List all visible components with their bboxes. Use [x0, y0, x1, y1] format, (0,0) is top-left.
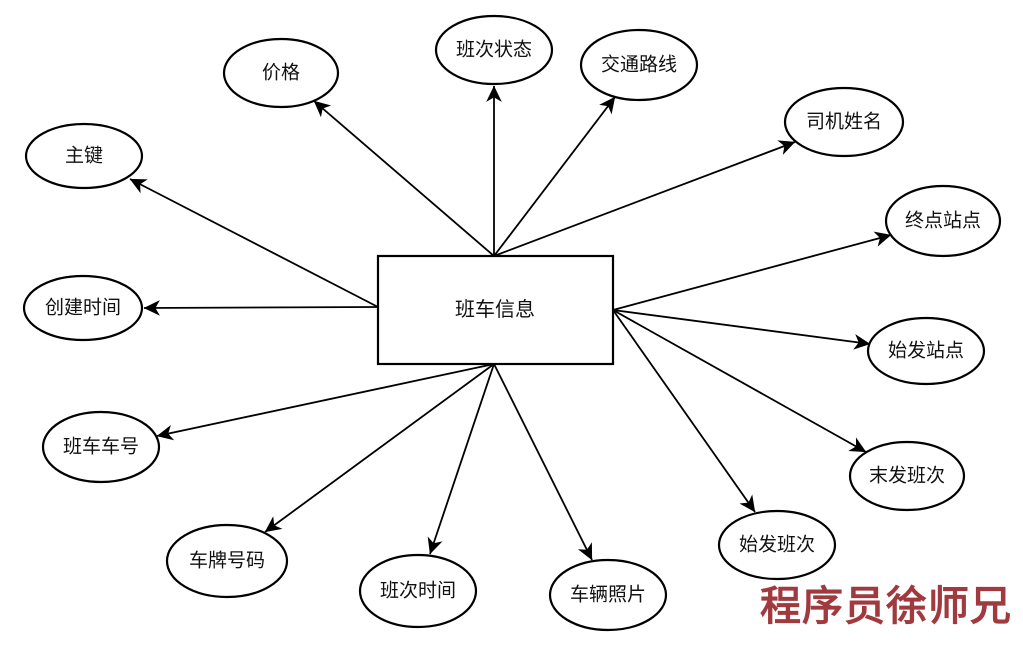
ellipse-vehicle-photo: [548, 558, 668, 632]
label-last-departure: 末发班次: [869, 465, 945, 487]
attribute-schedule-time: 班次时间: [358, 553, 478, 629]
label-terminal-station: 终点站点: [905, 210, 981, 232]
attribute-driver-name: 司机姓名: [783, 86, 905, 158]
attribute-last-departure: 末发班次: [848, 440, 966, 512]
attribute-creation-time: 创建时间: [22, 274, 144, 342]
label-creation-time: 创建时间: [45, 297, 121, 319]
label-first-departure: 始发班次: [739, 534, 815, 556]
attribute-schedule-status: 班次状态: [434, 14, 554, 86]
edge-creation-time: [143, 300, 379, 316]
ellipse-first-departure: [717, 509, 837, 581]
ellipse-bus-number: [41, 410, 161, 484]
label-primary-key: 主键: [65, 145, 103, 167]
edge-driver-name: [493, 140, 796, 257]
label-vehicle-photo: 车辆照片: [570, 584, 646, 606]
entity-label: 班车信息: [455, 298, 535, 321]
edge-vehicle-photo: [493, 363, 593, 561]
ellipse-creation-time: [22, 274, 144, 342]
watermark-text: 程序员徐师兄: [760, 583, 1012, 629]
ellipse-driver-name: [783, 86, 905, 158]
edge-schedule-time: [427, 363, 495, 555]
ellipse-schedule-status: [434, 14, 554, 86]
ellipse-license-plate: [165, 523, 289, 599]
ellipse-terminal-station: [884, 184, 1002, 258]
edge-terminal-station: [612, 231, 892, 311]
attribute-terminal-station: 终点站点: [884, 184, 1002, 258]
attribute-first-departure: 始发班次: [717, 509, 837, 581]
label-schedule-time: 班次时间: [380, 580, 456, 602]
edge-origin-station: [612, 309, 871, 350]
ellipse-traffic-route: [579, 28, 699, 102]
label-driver-name: 司机姓名: [806, 111, 882, 133]
edge-bus-number: [156, 363, 495, 441]
attribute-license-plate: 车牌号码: [165, 523, 289, 599]
edges: [129, 85, 892, 561]
attribute-origin-station: 始发站点: [866, 316, 986, 386]
attribute-price: 价格: [222, 37, 340, 109]
label-price: 价格: [262, 62, 300, 84]
attribute-traffic-route: 交通路线: [579, 28, 699, 102]
ellipse-origin-station: [866, 316, 986, 386]
attribute-vehicle-photo: 车辆照片: [548, 558, 668, 632]
edge-price: [313, 100, 495, 257]
entity-rect: [376, 254, 615, 366]
edge-first-departure: [612, 309, 756, 513]
edge-traffic-route: [493, 96, 616, 257]
edge-license-plate: [264, 363, 495, 533]
label-origin-station: 始发站点: [888, 340, 964, 362]
label-traffic-route: 交通路线: [601, 54, 677, 76]
label-bus-number: 班车车号: [63, 436, 139, 458]
attribute-bus-number: 班车车号: [41, 410, 161, 484]
ellipse-schedule-time: [358, 553, 478, 629]
ellipse-last-departure: [848, 440, 966, 512]
label-license-plate: 车牌号码: [189, 550, 265, 572]
attribute-primary-key: 主键: [24, 122, 144, 190]
label-schedule-status: 班次状态: [456, 39, 532, 61]
ellipse-primary-key: [24, 122, 144, 190]
edge-primary-key: [129, 178, 379, 308]
edge-last-departure: [612, 309, 867, 453]
ellipse-price: [222, 37, 340, 109]
entity-shuttle-bus-info: 班车信息: [376, 254, 615, 366]
